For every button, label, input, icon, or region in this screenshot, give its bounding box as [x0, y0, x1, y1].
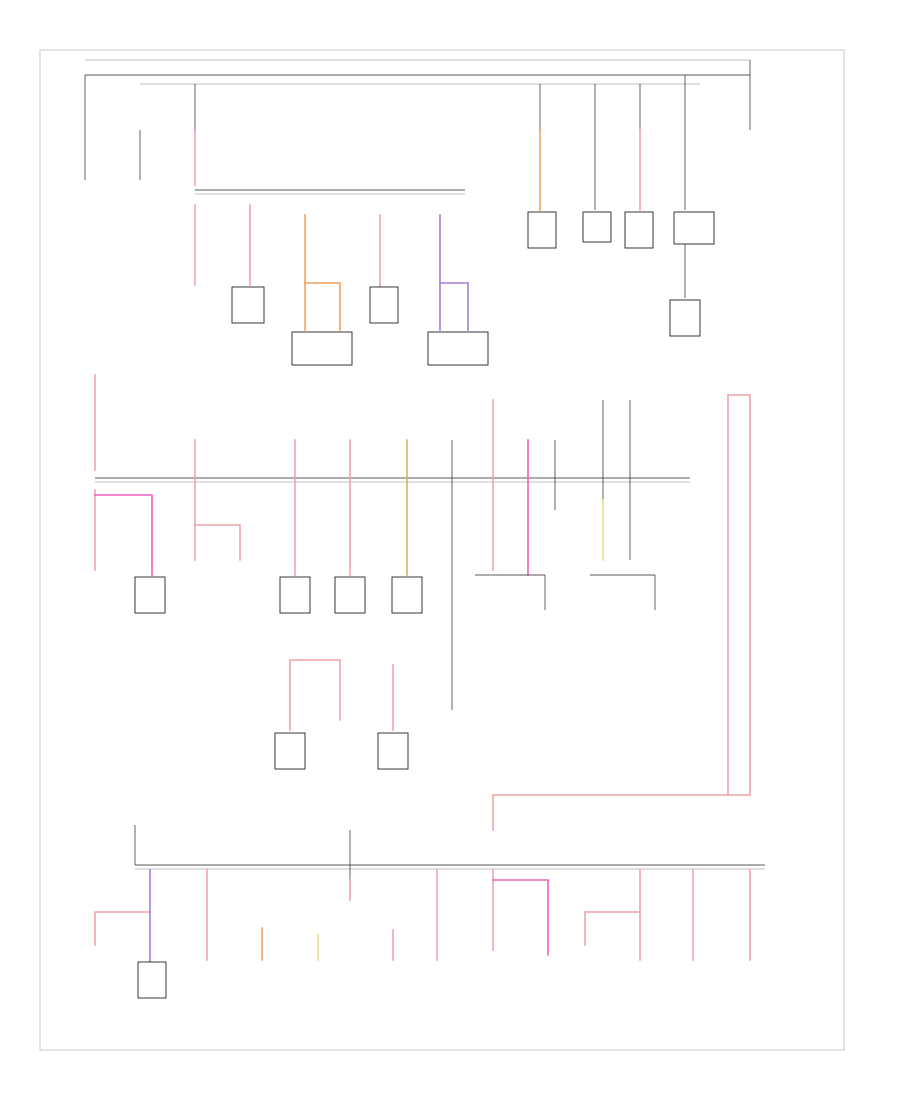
- module-box: [582, 211, 612, 243]
- fuse-box: [673, 211, 715, 245]
- module-box: [279, 576, 311, 614]
- module-box: [274, 732, 306, 770]
- main-feed-wire: [492, 394, 751, 831]
- module-box: [334, 576, 366, 614]
- module-box: [527, 211, 557, 249]
- module-box: [231, 286, 265, 324]
- module-box: [291, 331, 353, 366]
- bottom-bus-section: [94, 825, 765, 999]
- module-box: [624, 211, 654, 249]
- middle-bus-section: [94, 374, 690, 770]
- diagram-frame: [39, 49, 845, 1051]
- module-box: [377, 732, 409, 770]
- top-bus-section: [84, 59, 751, 366]
- module-box: [369, 286, 399, 324]
- module-box: [391, 576, 423, 614]
- module-box: [137, 961, 167, 999]
- module-box: [134, 576, 166, 614]
- generator-box: [669, 299, 701, 337]
- module-box: [427, 331, 489, 366]
